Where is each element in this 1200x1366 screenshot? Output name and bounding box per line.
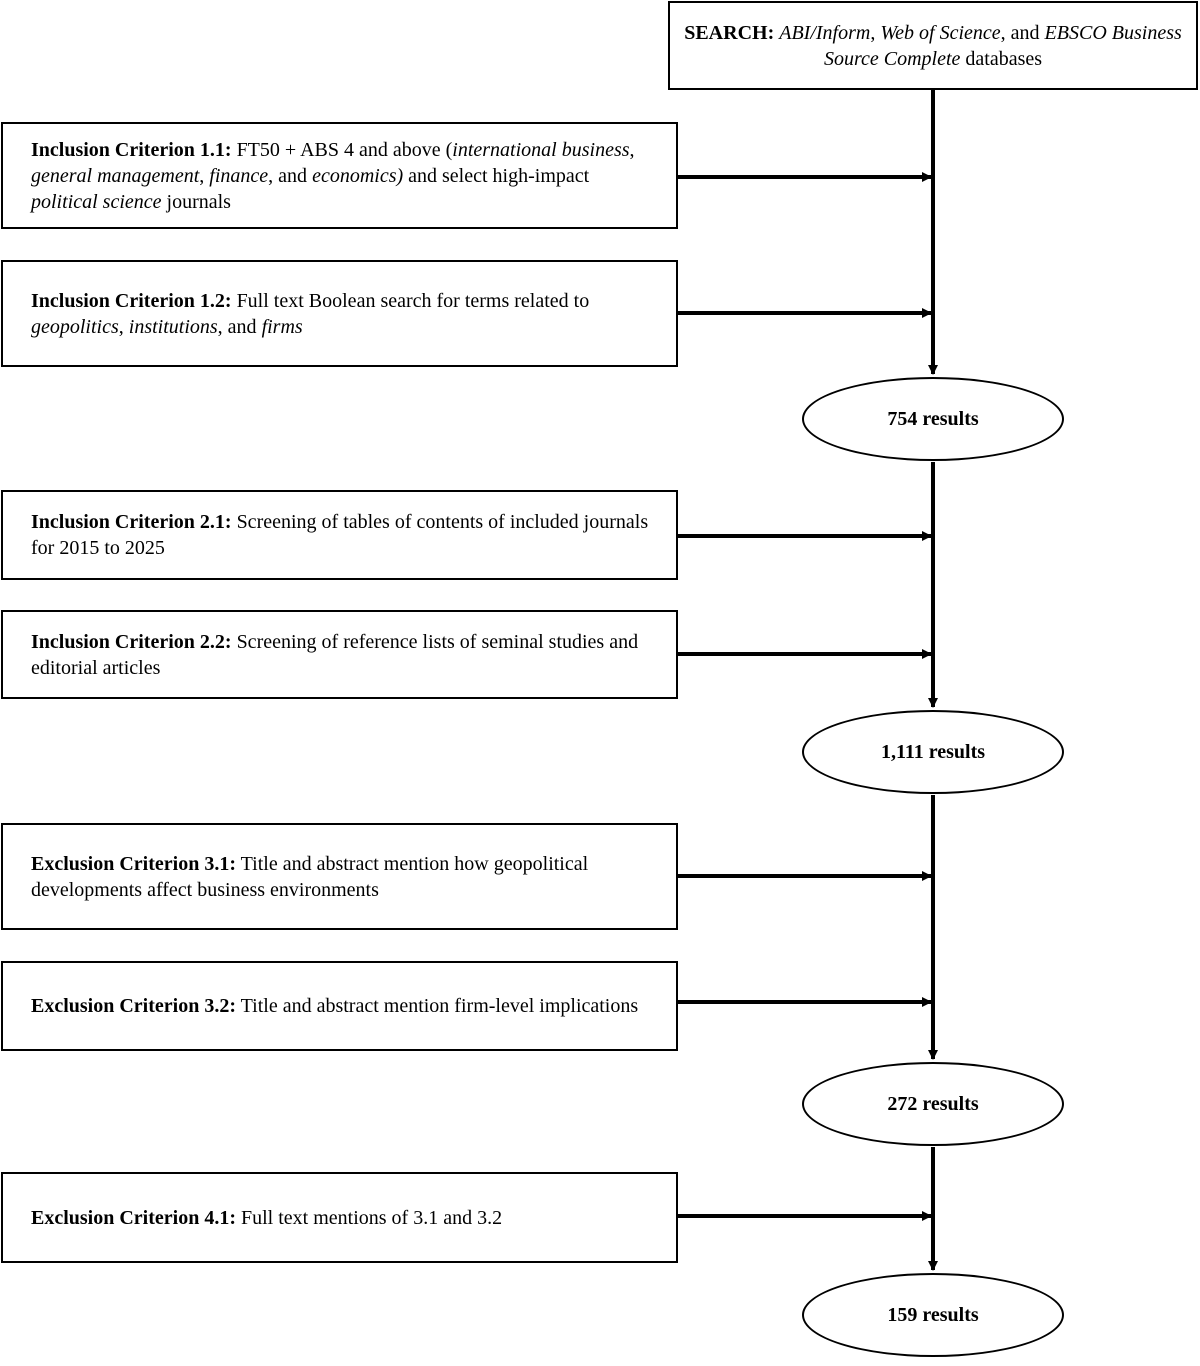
search-sep-1: , xyxy=(870,21,881,44)
criterion-text-run: , xyxy=(629,138,635,161)
criterion-text-run: , xyxy=(118,315,129,338)
criterion-italic-term: geopolitics xyxy=(31,315,119,338)
criterion-label: Exclusion Criterion 4.1: xyxy=(31,1206,236,1229)
criterion-text-run: Full text Boolean search for terms relat… xyxy=(231,289,590,312)
criterion-italic-term: institutions xyxy=(128,315,218,338)
result-oval-2: 1,111 results xyxy=(802,710,1064,794)
criterion-box-1-1: Inclusion Criterion 1.1: FT50 + ABS 4 an… xyxy=(1,122,678,229)
criterion-italic-term: firms xyxy=(261,315,303,338)
criterion-label: Exclusion Criterion 3.1: xyxy=(31,852,236,875)
result-oval-3: 272 results xyxy=(802,1062,1064,1146)
result-oval-4: 159 results xyxy=(802,1273,1064,1357)
criterion-label: Inclusion Criterion 2.1: xyxy=(31,511,232,533)
criterion-box-1-2: Inclusion Criterion 1.2: Full text Boole… xyxy=(1,260,678,367)
criterion-italic-term: political science xyxy=(31,190,162,213)
criterion-italic-term: general management xyxy=(31,164,200,187)
criterion-label: Inclusion Criterion 1.1: xyxy=(31,138,232,161)
criterion-text-run: , and xyxy=(268,164,313,187)
search-box: SEARCH: ABI/Inform, Web of Science, and … xyxy=(668,1,1198,90)
criterion-text-run: Screening of reference lists of seminal … xyxy=(31,630,639,679)
search-suffix: databases xyxy=(960,47,1043,70)
search-db-3: EBSCO Business Source Complete xyxy=(823,21,1182,70)
criterion-italic-term: finance xyxy=(209,164,269,187)
criterion-text-4-1: Exclusion Criterion 4.1: Full text menti… xyxy=(31,1205,502,1231)
criterion-box-3-2: Exclusion Criterion 3.2: Title and abstr… xyxy=(1,961,678,1051)
criterion-box-4-1: Exclusion Criterion 4.1: Full text menti… xyxy=(1,1172,678,1263)
criterion-text-run: FT50 + ABS 4 and above ( xyxy=(231,138,453,161)
result-text-4: 159 results xyxy=(887,1303,979,1326)
search-sep-2: , and xyxy=(1000,21,1045,44)
criterion-text-run: , and xyxy=(217,315,262,338)
criterion-text-1-1: Inclusion Criterion 1.1: FT50 + ABS 4 an… xyxy=(31,137,656,215)
search-label: SEARCH: xyxy=(684,21,775,44)
criterion-text-run: and select high-impact xyxy=(403,164,590,187)
criterion-text-run: Title and abstract mention firm-level im… xyxy=(236,995,639,1017)
criterion-text-run: Title and abstract mention how geopoliti… xyxy=(31,852,589,901)
search-text: SEARCH: ABI/Inform, Web of Science, and … xyxy=(684,20,1182,72)
criterion-text-run: Full text mentions of 3.1 and 3.2 xyxy=(236,1206,503,1229)
criterion-box-3-1: Exclusion Criterion 3.1: Title and abstr… xyxy=(1,823,678,930)
criterion-label: Exclusion Criterion 3.2: xyxy=(31,995,236,1017)
search-db-2: Web of Science xyxy=(880,21,1001,44)
criterion-text-1-2: Inclusion Criterion 1.2: Full text Boole… xyxy=(31,288,656,340)
criterion-text-2-1: Inclusion Criterion 2.1: Screening of ta… xyxy=(31,509,656,561)
criterion-text-run: , xyxy=(199,164,210,187)
criterion-text-3-1: Exclusion Criterion 3.1: Title and abstr… xyxy=(31,851,656,903)
criterion-box-2-2: Inclusion Criterion 2.2: Screening of re… xyxy=(1,610,678,699)
criterion-italic-term: international business xyxy=(452,138,630,161)
criterion-label: Inclusion Criterion 2.2: xyxy=(31,630,232,653)
result-text-3: 272 results xyxy=(887,1092,979,1115)
criterion-text-run: journals xyxy=(161,190,231,213)
criterion-text-3-2: Exclusion Criterion 3.2: Title and abstr… xyxy=(31,993,638,1019)
result-text-2: 1,111 results xyxy=(880,740,986,763)
criterion-text-2-2: Inclusion Criterion 2.2: Screening of re… xyxy=(31,629,656,681)
result-oval-1: 754 results xyxy=(802,377,1064,461)
criterion-box-2-1: Inclusion Criterion 2.1: Screening of ta… xyxy=(1,490,678,580)
criterion-label: Inclusion Criterion 1.2: xyxy=(31,289,232,312)
criterion-italic-term: economics) xyxy=(312,164,404,187)
criterion-text-run: Screening of tables of contents of inclu… xyxy=(31,511,649,559)
search-db-1: ABI/Inform xyxy=(779,21,871,44)
result-text-1: 754 results xyxy=(887,407,979,430)
